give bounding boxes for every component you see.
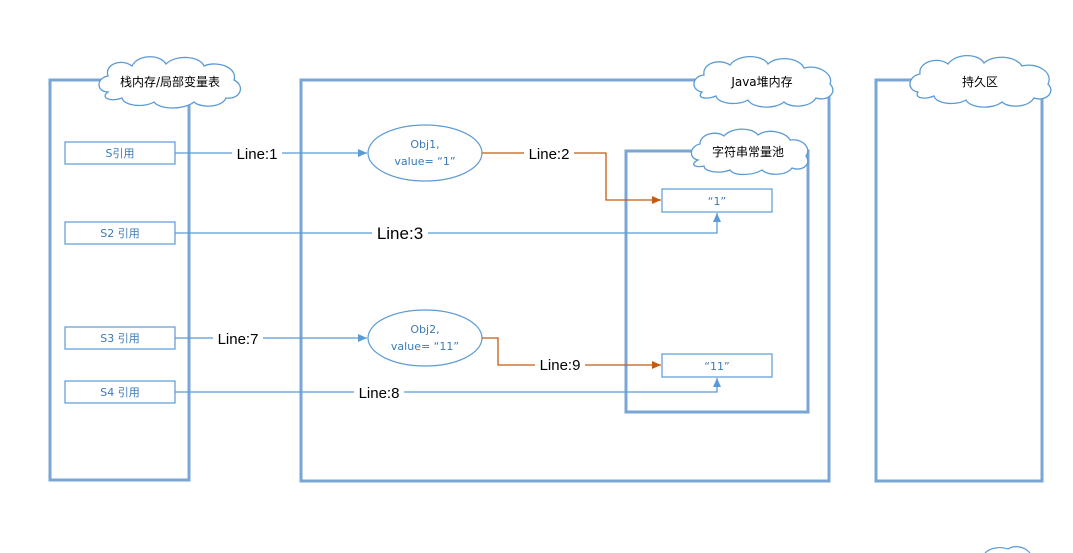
line-7-connector: Line:7 (175, 329, 367, 348)
line-9-connector: Line:9 (482, 337, 661, 374)
obj1-name: Obj1, (410, 138, 439, 151)
s3-ref-label: S3 引用 (100, 331, 139, 345)
string-pool-label: 字符串常量池 (712, 144, 784, 159)
obj1-oval: Obj1, value= “1” (367, 124, 483, 182)
s-ref-box: S引用 (64, 141, 176, 165)
obj2-value: value= “11” (391, 340, 459, 353)
obj2-oval: Obj2, value= “11” (367, 309, 483, 367)
s4-ref-label: S4 引用 (100, 385, 139, 399)
heap-label: Java堆内存 (730, 75, 792, 89)
line-8-label: Line:8 (359, 385, 400, 402)
pool-entry-11-label: “11” (704, 360, 729, 373)
line-2-label: Line:2 (529, 146, 570, 163)
s3-ref-box: S3 引用 (64, 326, 176, 350)
partial-cloud-fragment (984, 546, 1031, 553)
stack-region (48, 78, 191, 482)
line-8-connector: Line:8 (175, 378, 721, 402)
obj2-name: Obj2, (410, 323, 439, 336)
pool-entry-11: “11” (661, 353, 773, 378)
obj1-value: value= “1” (394, 155, 455, 168)
permanent-label: 持久区 (962, 74, 998, 89)
s2-ref-box: S2 引用 (64, 221, 176, 245)
s4-ref-box: S4 引用 (64, 380, 176, 404)
stack-cloud: 栈内存/局部变量表 (98, 56, 242, 109)
line-2-connector: Line:2 (482, 144, 661, 204)
line-3-label: Line:3 (377, 224, 423, 243)
pool-entry-1: “1” (661, 188, 773, 213)
permanent-cloud: 持久区 (909, 54, 1052, 108)
s2-ref-label: S2 引用 (100, 226, 139, 240)
permanent-region (874, 78, 1044, 483)
line-3-connector: Line:3 (175, 213, 721, 243)
line-1-connector: Line:1 (175, 144, 367, 163)
string-pool-cloud: 字符串常量池 (690, 128, 809, 176)
s-ref-label: S引用 (106, 146, 135, 160)
stack-label: 栈内存/局部变量表 (120, 74, 220, 89)
line-7-label: Line:7 (218, 331, 259, 348)
pool-entry-1-label: “1” (708, 195, 726, 208)
line-9-label: Line:9 (540, 357, 581, 374)
heap-cloud: Java堆内存 (693, 55, 834, 108)
line-1-label: Line:1 (237, 146, 278, 163)
